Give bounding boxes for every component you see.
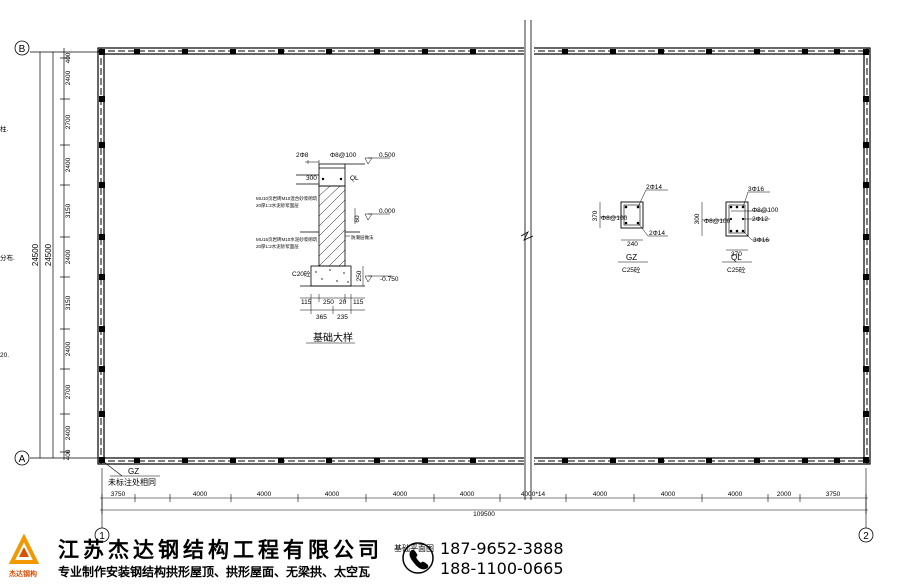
fd-dim-60: 60 [354, 215, 361, 223]
fd-dim-365: 365 [316, 314, 327, 321]
dim-left-5: 3150 [65, 295, 72, 310]
gz-concrete: C25砼 [622, 265, 641, 274]
dim-left-total-inner: 24500 [44, 243, 53, 266]
ql-stirrup1: Φ8@100 [704, 218, 731, 225]
bottom-dimensions [100, 494, 868, 514]
fd-wall-note2: MU15页岩砖M10水泥砂浆砌筑 [256, 236, 318, 243]
dim-bottom-4: 4000 [393, 491, 408, 498]
ql-rebar-top: 3Φ16 [748, 186, 764, 193]
phone-icon [402, 542, 434, 574]
dim-left-7: 2700 [65, 384, 72, 399]
dim-left-3: 3150 [65, 203, 72, 218]
dim-bottom-11: 3750 [826, 491, 841, 498]
fd-dim-235: 235 [337, 314, 348, 321]
bottom-dim-texts: 3750 4000 4000 4000 4000 4000 4000*14 40… [111, 491, 841, 518]
fd-dim-250: 250 [323, 299, 334, 306]
dim-left-edge-bottom: 400 [65, 449, 72, 460]
svg-text:A: A [19, 454, 26, 465]
dim-left-6: 2400 [65, 341, 72, 356]
dim-left-4: 2400 [65, 249, 72, 264]
brand-logo: 杰达钢构 [8, 533, 40, 578]
dim-bottom-9: 4000 [728, 491, 743, 498]
gz-section: 2Φ14 2Φ14 Φ8@100 370 240 GZ C25砼 [592, 184, 668, 274]
fd-wall-note1b: 20厚1:2水泥砂浆面层 [256, 202, 299, 209]
fd-ql: QL [350, 175, 359, 182]
fd-annot-stirrup: Φ8@100 [330, 152, 357, 159]
ql-name: QL [731, 253, 742, 262]
svg-text:杰达钢构: 杰达钢构 [9, 569, 37, 578]
brand-phone-1: 187-9652-3888 [440, 539, 564, 558]
fd-dim-20: 20 [339, 299, 347, 306]
brand-tagline: 专业制作安装钢结构拱形屋顶、拱形屋面、无梁拱、太空瓦 [58, 564, 370, 579]
axis-a-bubble: A [14, 450, 30, 466]
gz-rebar-bot: 2Φ14 [649, 230, 665, 237]
dim-bottom-1: 4000 [193, 491, 208, 498]
gz-name: GZ [626, 253, 637, 262]
gz-dim-w: 240 [627, 241, 638, 248]
fd-dim-115b: 115 [353, 299, 364, 306]
ql-concrete: C25砼 [727, 265, 746, 274]
dim-left-8: 2400 [65, 425, 72, 440]
dim-left-0: 2400 [65, 70, 72, 85]
dim-left-total-outer: 24500 [31, 243, 40, 266]
margin-fragment-3: 20. [0, 352, 9, 359]
dim-bottom-10: 2000 [777, 491, 792, 498]
ql-rebar-mid: 2Φ12 [752, 216, 768, 223]
dim-bottom-3: 4000 [325, 491, 340, 498]
left-dim-texts: 400 2400 2700 2400 3150 2400 3150 2400 2… [31, 52, 72, 460]
fd-elev-top: 0.500 [379, 152, 396, 159]
brand-company: 江苏杰达钢结构工程有限公司 [58, 537, 383, 562]
fd-wall-note2b: 20厚1:2水泥砂浆面层 [256, 243, 299, 250]
gz-rebar-top: 2Φ14 [646, 184, 662, 191]
svg-text:1: 1 [99, 531, 105, 542]
svg-text:B: B [19, 44, 26, 55]
dim-bottom-2: 4000 [257, 491, 272, 498]
fd-dim-300: 300 [306, 175, 317, 182]
dim-bottom-7: 4000 [593, 491, 608, 498]
foundation-plan [97, 20, 871, 500]
left-dimensions [30, 48, 102, 460]
dim-left-edge-top: 400 [65, 52, 72, 63]
dim-bottom-8: 4000 [661, 491, 676, 498]
margin-fragment-1: 柱. [0, 124, 9, 133]
fd-title: 基础大样 [313, 331, 353, 344]
ql-stirrup2: Φ8@100 [752, 207, 779, 214]
fd-elev-bot: -0.750 [380, 276, 399, 283]
dim-bottom-6: 4000*14 [521, 491, 546, 498]
axis-b-bubble: B [14, 40, 30, 56]
margin-fragment-2: 分布. [0, 253, 15, 262]
fd-annot-2phi8: 2Φ8 [296, 152, 309, 159]
brand-phone-2: 188-1100-0665 [440, 559, 564, 578]
fd-waterproof: 防潮层做法 [351, 234, 374, 241]
ql-dim-w: 370 [731, 251, 742, 258]
dim-bottom-total: 109500 [473, 511, 495, 518]
fd-wall-note1: MU10页岩砖M10混合砂浆砌筑 [256, 195, 318, 202]
svg-text:GZ: GZ [128, 467, 139, 476]
dim-bottom-0: 3750 [111, 491, 126, 498]
svg-text:2: 2 [863, 531, 869, 542]
fd-c20: C20砼 [292, 269, 311, 278]
dim-left-1: 2700 [65, 114, 72, 129]
fd-elev-mid: 0.000 [379, 208, 396, 215]
dim-left-2: 2400 [65, 157, 72, 172]
gz-stirrup: Φ8@100 [601, 215, 628, 222]
plan-caption: 基础平面图 [394, 543, 434, 553]
axis-2-bubble: 2 [858, 468, 874, 543]
dim-bottom-5: 4000 [460, 491, 475, 498]
ql-rebar-bot: 3Φ16 [753, 237, 769, 244]
ql-section: 3Φ16 Φ8@100 2Φ12 3Φ16 Φ8@100 300 370 QL … [694, 186, 779, 274]
corner-annotation: GZ 未标注处相同 [103, 461, 160, 487]
fd-dim-250v: 250 [356, 270, 363, 281]
ql-dim-h: 300 [694, 213, 701, 224]
svg-text:未标注处相同: 未标注处相同 [108, 477, 156, 487]
gz-dim-h: 370 [592, 210, 599, 221]
fd-dim-115a: 115 [301, 299, 312, 306]
foundation-detail: 2Φ8 Φ8@100 300 QL 0.500 0.000 -0.750 MU1… [256, 152, 399, 344]
